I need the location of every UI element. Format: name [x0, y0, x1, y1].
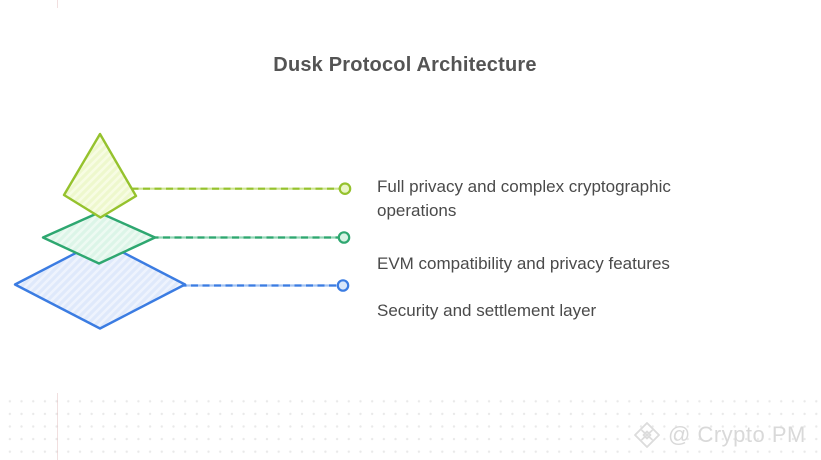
guide-line-bottom — [57, 393, 58, 460]
guide-line-top — [57, 0, 58, 8]
watermark: @ Crypto PM — [633, 420, 806, 450]
connector-dot-evm — [337, 231, 351, 244]
pyramid-layer-settlement — [13, 239, 187, 330]
connector-dot-privacy — [338, 182, 352, 195]
dot-grid-background — [0, 395, 821, 460]
label-settlement-layer: Security and settlement layer — [377, 301, 597, 320]
binance-diamond-icon — [634, 422, 660, 448]
pyramid-layer-evm — [41, 211, 157, 265]
pyramid-layer-privacy — [62, 132, 138, 219]
diagram-title: Dusk Protocol Architecture — [273, 54, 537, 76]
label-privacy-layer: Full privacy and complex cryptographic o… — [377, 177, 671, 220]
connector-dot-settlement — [336, 279, 350, 292]
label-evm-layer: EVM compatibility and privacy features — [377, 254, 670, 273]
watermark-text: @ Crypto PM — [668, 422, 806, 447]
